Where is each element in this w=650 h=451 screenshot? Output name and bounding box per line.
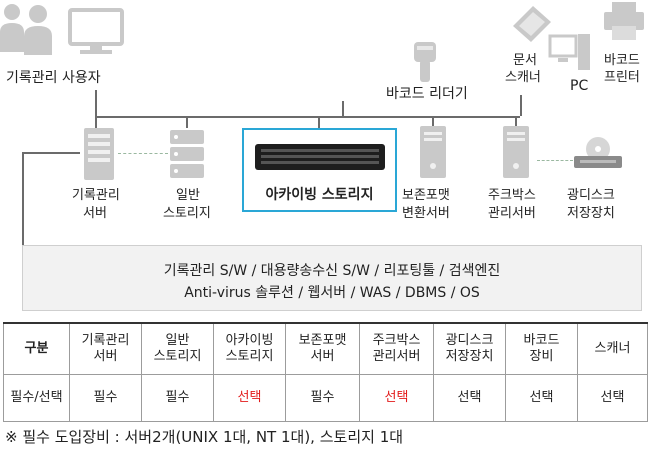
barcode-reader-label: 바코드 리더기 [386,86,468,102]
software-line-2: Anti-virus 솔루션 / 웹서버 / WAS / DBMS / OS [184,285,480,301]
users-label: 기록관리 사용자 [6,70,101,86]
archive-drop-line [318,116,320,128]
records-server-icon [82,128,116,184]
software-line-1: 기록관리 S/W / 대용량송수신 S/W / 리포팅툴 / 검색엔진 [163,263,501,279]
sw-left-vertical-line [22,152,24,246]
server-storage-dash [118,153,168,154]
scanner-label-line2: 스캐너 [505,70,541,85]
conversion-server-icon [419,126,447,182]
records-server-label-line2: 서버 [83,206,107,221]
table-cell-conversion-server: 필수 [285,374,360,422]
archive-storage-box: 아카이빙 스토리지 [242,128,397,212]
conversion-server-label-line2: 변환서버 [402,206,450,221]
backbone-line [95,116,520,118]
footnote: ※ 필수 도입장비 : 서버2개(UNIX 1대, NT 1대), 스토리지 1… [5,428,404,446]
pc-label: PC [570,78,589,94]
pc-drop-line [520,95,522,116]
optical-storage-label-line1: 광디스크 [567,188,615,203]
table-cell-optical-storage: 선택 [433,374,506,422]
general-storage-label-line2: 스토리지 [163,206,211,221]
records-server-label-line1: 기록관리 [72,188,120,203]
jukebox-optical-dash [537,160,573,161]
optical-storage-label-line2: 저장장치 [567,206,615,221]
scanner-icon [507,2,557,48]
jukebox-drop-line [515,116,517,126]
printer-icon [602,2,646,46]
archive-storage-label: 아카이빙 스토리지 [265,187,374,203]
table-row: 필수/선택 필수 필수 선택 필수 선택 선택 선택 선택 [3,374,648,422]
printer-label-line2: 프린터 [604,70,640,85]
jukebox-server-label-line2: 관리서버 [488,206,536,221]
conversion-drop-line [432,116,434,126]
table-cell-jukebox-server: 선택 [359,374,434,422]
optical-disc-icon [572,136,624,174]
barcode-reader-icon [408,40,444,90]
general-storage-icon [168,130,206,184]
conversion-server-label-line1: 보존포맷 [402,188,450,203]
table-cell-category: 필수/선택 [3,374,70,422]
users-icon [0,0,80,64]
sw-left-horizontal-line [22,152,80,154]
table-cell-general-storage: 필수 [141,374,214,422]
table-cell-records-server: 필수 [69,374,142,422]
table-cell-barcode-equipment: 선택 [505,374,578,422]
table-header-category: 구분 [3,322,70,375]
jukebox-server-label-line1: 주크박스 [488,188,536,203]
table-cell-archive-storage: 선택 [213,374,286,422]
table-header-scanner: 스캐너 [577,322,648,375]
reader-drop-line [342,101,344,116]
server-drop-line [95,116,97,128]
users-drop-line [95,90,97,116]
pc-icon [548,30,592,80]
archive-storage-icon [255,144,385,174]
monitor-icon [66,8,126,62]
general-storage-label-line1: 일반 [176,188,200,203]
scanner-label-line1: 문서 [513,53,537,68]
table-cell-scanner: 선택 [577,374,648,422]
printer-label-line1: 바코드 [604,53,640,68]
jukebox-server-icon [502,126,530,182]
general-drop-line [186,116,188,128]
software-box: 기록관리 S/W / 대용량송수신 S/W / 리포팅툴 / 검색엔진 Anti… [22,245,642,311]
